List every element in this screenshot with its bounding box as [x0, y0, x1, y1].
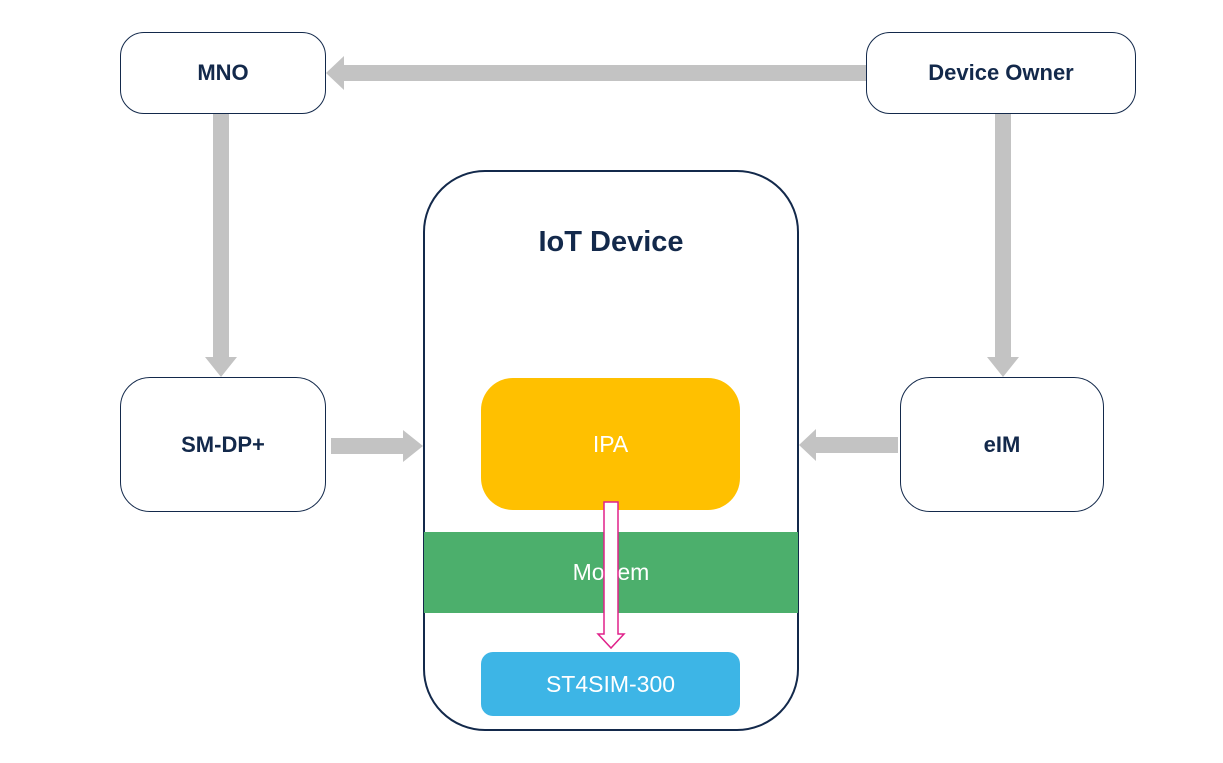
- ipa-to-sim-arrow-shape: [596, 501, 626, 650]
- arrow-smdp-to-device: [331, 430, 423, 462]
- smdp-label: SM-DP+: [181, 431, 265, 457]
- sim-label: ST4SIM-300: [545, 670, 676, 697]
- mno-label: MNO: [197, 60, 249, 85]
- device-owner-label: Device Owner: [928, 60, 1074, 85]
- arrow-owner-to-mno: [326, 56, 866, 90]
- eim-label: eIM: [983, 431, 1021, 457]
- mno-node: MNO: [120, 32, 326, 114]
- arrow-mno-to-smdp: [205, 114, 237, 377]
- arrow-eim-to-device: [799, 429, 898, 461]
- arrow-owner-to-eim: [987, 114, 1019, 377]
- device-owner-node: Device Owner: [866, 32, 1136, 114]
- sim-block: ST4SIM-300: [481, 652, 740, 716]
- ipa-block: IPA: [481, 378, 740, 510]
- ipa-label: IPA: [592, 430, 629, 457]
- iot-device-title: IoT Device: [538, 226, 684, 258]
- eim-node: eIM: [900, 377, 1104, 512]
- smdp-node: SM-DP+: [120, 377, 326, 512]
- ipa-to-sim-arrow: [596, 501, 626, 650]
